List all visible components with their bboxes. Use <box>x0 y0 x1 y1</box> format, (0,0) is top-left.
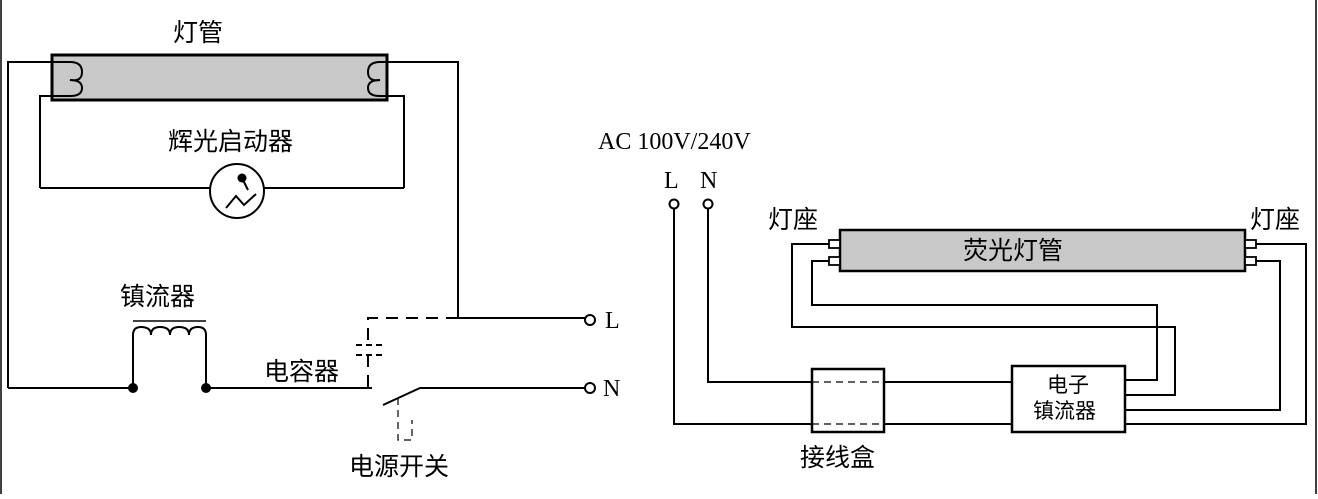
terminal-n-label: N <box>603 376 620 402</box>
ballast-line2: 镇流器 <box>1033 399 1096 423</box>
starter-label: 辉光启动器 <box>168 127 293 156</box>
capacitor-label: 电容器 <box>264 357 339 386</box>
starter-symbol <box>209 163 265 219</box>
socket-left-label: 灯座 <box>768 205 818 234</box>
socket-right-label: 灯座 <box>1250 205 1300 234</box>
supply-n-dot <box>702 198 714 210</box>
junction-box <box>810 367 886 434</box>
tube-label: 灯管 <box>173 18 223 47</box>
junction-box-label: 接线盒 <box>800 443 875 472</box>
terminal-n-dot <box>584 382 596 394</box>
supply-label: AC 100V/240V <box>598 129 751 155</box>
power-switch-symbol <box>382 387 585 441</box>
ballast-inductor-symbol <box>128 320 211 393</box>
terminal-l-label: L <box>605 308 620 334</box>
ballast-label: 镇流器 <box>120 282 195 311</box>
tube-right-label: 荧光灯管 <box>963 236 1063 265</box>
right-circuit: AC 100V/240V L N 灯座 灯座 荧光灯管 <box>598 129 1307 472</box>
switch-label: 电源开关 <box>349 452 449 481</box>
left-circuit: 灯管 辉光启动器 镇流器 电源开关 <box>7 18 620 481</box>
terminal-l-dot <box>584 314 596 326</box>
electronic-ballast <box>1010 364 1127 434</box>
fluorescent-tube-right <box>828 228 1257 273</box>
ballast-line1: 电子 <box>1047 373 1089 397</box>
supply-l-dot <box>668 198 680 210</box>
supply-l-label: L <box>664 168 679 194</box>
supply-n-label: N <box>700 168 717 194</box>
fluorescent-tube <box>7 53 459 388</box>
capacitor-symbol <box>356 317 458 388</box>
